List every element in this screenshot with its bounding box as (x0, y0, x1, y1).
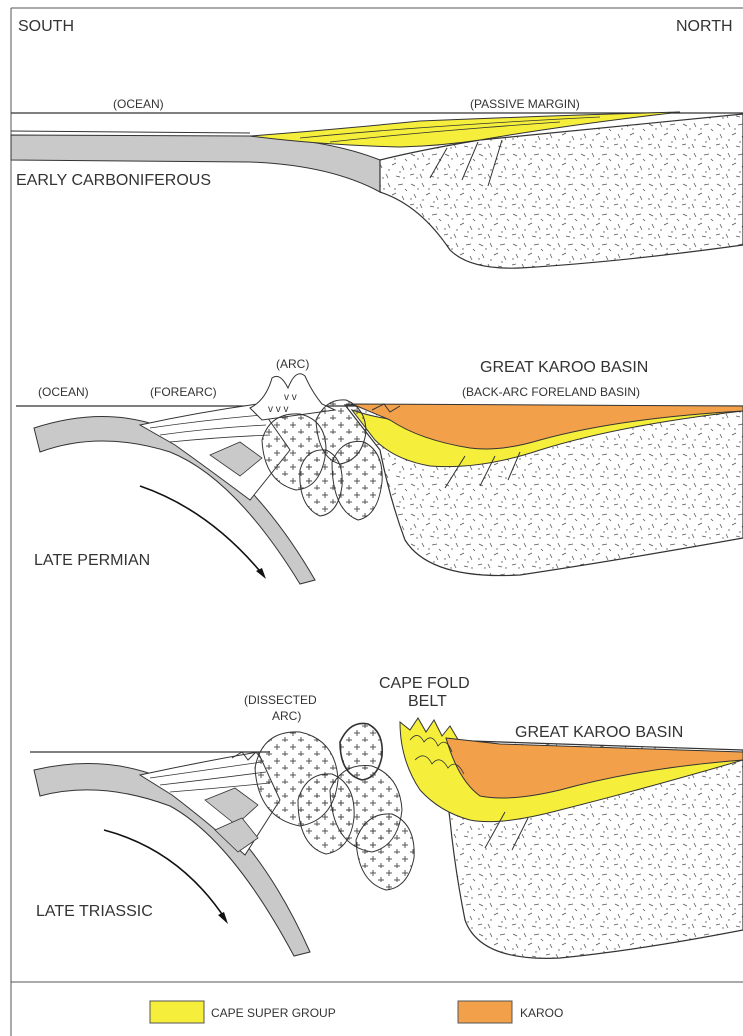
period-label-early-carboniferous: EARLY CARBONIFEROUS (16, 172, 211, 189)
direction-north-label: NORTH (676, 18, 733, 35)
legend-label-cape-super-group: CAPE SUPER GROUP (211, 1006, 336, 1020)
pluton (332, 441, 382, 520)
legend-label-karoo: KAROO (520, 1006, 563, 1020)
direction-south-label: SOUTH (18, 18, 74, 35)
great-karoo-basin-label: GREAT KAROO BASIN (480, 359, 648, 376)
volcanic-v-marks: v v v (268, 404, 289, 415)
forearc-label: (FOREARC) (150, 385, 217, 399)
ocean-floor-line (11, 131, 250, 133)
back-arc-foreland-basin-label: (BACK-ARC FORELAND BASIN) (462, 385, 640, 399)
legend: CAPE SUPER GROUP KAROO (150, 1001, 563, 1023)
ocean-label: (OCEAN) (113, 97, 164, 111)
dissected-arc-label-line2: ARC) (272, 709, 301, 723)
arrow-head (218, 912, 228, 924)
dissected-arc-label-line1: (DISSECTED (244, 693, 317, 707)
cape-fold-belt-label-line2: BELT (408, 693, 447, 710)
panel-late-permian: v v v v v (OCEAN) (FOREARC) (ARC) GREAT … (16, 357, 743, 584)
arrow-head (256, 568, 266, 579)
ocean-label: (OCEAN) (38, 385, 89, 399)
panel-early-carboniferous: (OCEAN) (PASSIVE MARGIN) EARLY CARBONIFE… (11, 97, 743, 268)
period-label-late-permian: LATE PERMIAN (34, 552, 150, 569)
period-label-late-triassic: LATE TRIASSIC (36, 903, 153, 920)
volcanic-v-marks: v v (284, 392, 297, 403)
panel-late-triassic: (DISSECTED ARC) CAPE FOLD BELT GREAT KAR… (30, 675, 743, 958)
cape-fold-belt-label-line1: CAPE FOLD (379, 675, 470, 692)
passive-margin-label: (PASSIVE MARGIN) (470, 97, 580, 111)
great-karoo-basin-label: GREAT KAROO BASIN (515, 724, 683, 741)
arc-label: (ARC) (276, 357, 309, 371)
legend-swatch-karoo (458, 1001, 512, 1023)
legend-swatch-cape-super-group (150, 1001, 204, 1023)
pluton (356, 814, 414, 890)
